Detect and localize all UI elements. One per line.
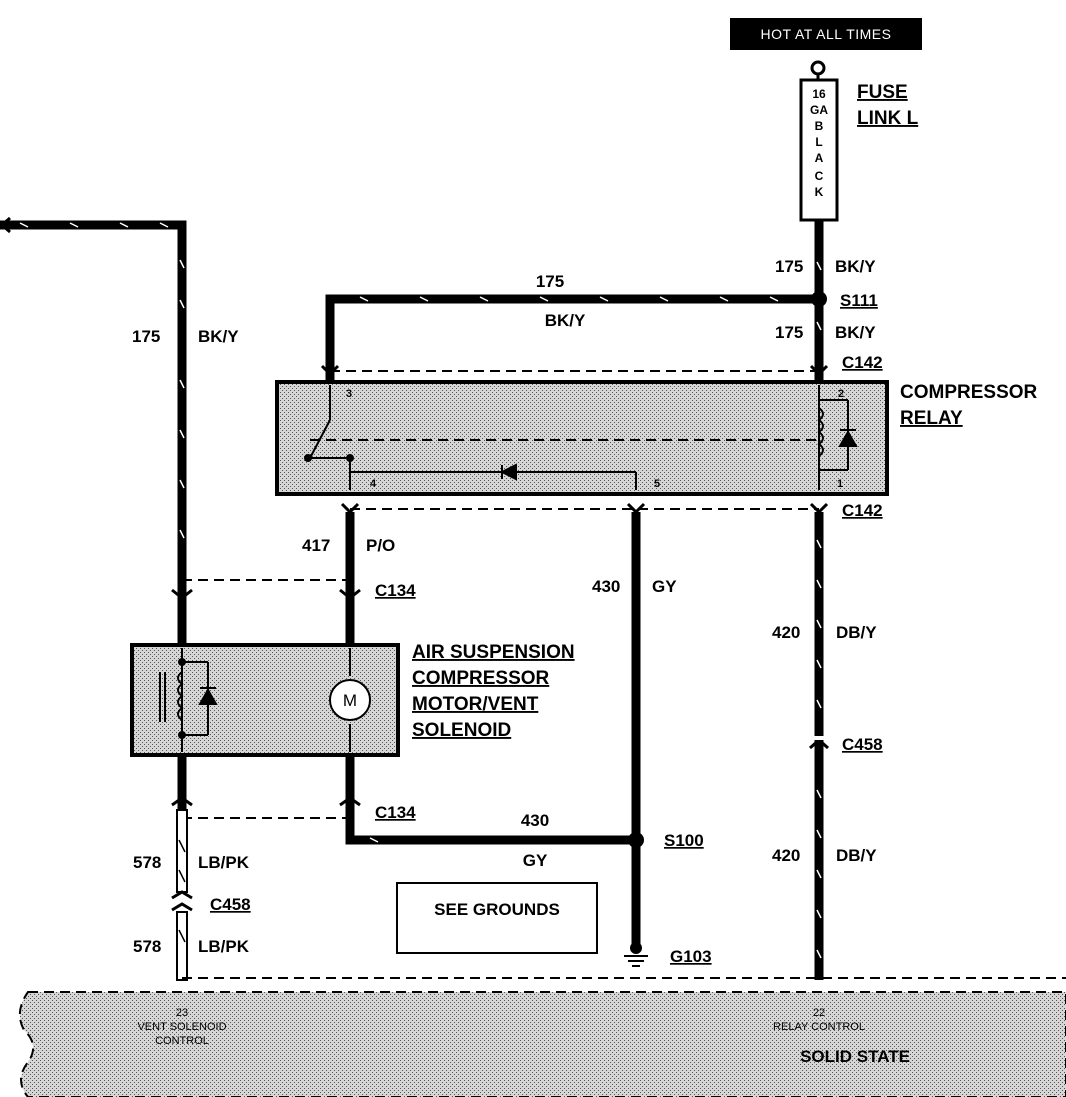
- fuse-link-title-2: LINK L: [857, 108, 919, 129]
- wire-175-bottom-color: BK/Y: [835, 323, 876, 342]
- compressor-motor-icon: [329, 648, 371, 752]
- compressor-relay-title-1: COMPRESSOR: [900, 382, 1038, 403]
- svg-text:C: C: [815, 169, 824, 183]
- module-pin-22-label: RELAY CONTROL: [773, 1021, 865, 1033]
- vent-solenoid-icon: [159, 648, 218, 752]
- svg-text:B: B: [815, 119, 824, 133]
- relay-pin-2: 2: [838, 388, 844, 400]
- relay-pin-5: 5: [654, 478, 660, 490]
- wire-420-lower-num: 420: [772, 846, 800, 865]
- module-pin-23-line2: CONTROL: [155, 1035, 209, 1047]
- svg-text:16: 16: [812, 87, 826, 101]
- motor-m-symbol: M: [343, 691, 357, 710]
- wire-430-h-color: GY: [523, 851, 548, 870]
- splice-s111-label: S111: [840, 291, 878, 310]
- splice-s100-label: S100: [664, 831, 704, 850]
- wire-420-upper-num: 420: [772, 623, 800, 642]
- wire-430-horizontal: [345, 755, 636, 845]
- c134-bottom-label: C134: [375, 803, 416, 822]
- motor-title-1: AIR SUSPENSION: [412, 642, 575, 663]
- relay-coil-icon: [817, 385, 858, 490]
- module-pin-23-line1: VENT SOLENOID: [137, 1021, 226, 1033]
- module-pin-23: 23: [176, 1007, 188, 1019]
- motor-title-2: COMPRESSOR: [412, 668, 550, 689]
- relay-diode-line: [350, 463, 637, 490]
- fuse-terminal-icon: [810, 60, 826, 76]
- fuse-link-wire-text: 16 GA B L A C K: [810, 87, 828, 199]
- relay-pin-3: 3: [346, 388, 352, 400]
- fuse-link-body: [799, 78, 839, 222]
- g103-label: G103: [670, 947, 712, 966]
- wire-420-upper-color: DB/Y: [836, 623, 877, 642]
- fuse-link-title-1: FUSE: [857, 82, 908, 103]
- wire-175-horizontal: [325, 294, 819, 380]
- wire-175-top-num: 175: [775, 257, 803, 276]
- solid-state-module: [18, 991, 1066, 1097]
- wire-578-lower-num: 578: [133, 937, 161, 956]
- compressor-relay-box: [275, 380, 889, 496]
- svg-text:GA: GA: [810, 103, 828, 117]
- splice-s100-dot: [628, 832, 644, 848]
- air-suspension-compressor-box: [130, 643, 400, 757]
- c458-left-label: C458: [210, 895, 251, 914]
- wire-175-left-num: 175: [132, 327, 160, 346]
- module-name: SOLID STATE: [800, 1047, 910, 1066]
- wire-175-top-color: BK/Y: [835, 257, 876, 276]
- wire-578-upper-num: 578: [133, 853, 161, 872]
- wire-420-lower-color: DB/Y: [836, 846, 877, 865]
- wire-430-color: GY: [652, 577, 677, 596]
- c142-bottom-label: C142: [842, 501, 883, 520]
- svg-text:L: L: [815, 135, 822, 149]
- svg-text:K: K: [815, 185, 824, 199]
- relay-switch-icon: [304, 385, 819, 490]
- motor-title-3: MOTOR/VENT: [412, 694, 539, 715]
- see-grounds-box: [396, 882, 598, 954]
- see-grounds-label: SEE GROUNDS: [434, 900, 560, 919]
- compressor-relay-title-2: RELAY: [900, 408, 963, 429]
- module-pin-22: 22: [813, 1007, 825, 1019]
- hot-at-all-times-label: HOT AT ALL TIMES: [761, 26, 892, 42]
- wire-578-lower-color: LB/PK: [198, 937, 250, 956]
- c142-top-label: C142: [842, 353, 883, 372]
- hot-at-all-times-banner: [730, 18, 922, 50]
- wire-175-h-color: BK/Y: [545, 311, 586, 330]
- wire-578-upper-color: LB/PK: [198, 853, 250, 872]
- wire-175-left-color: BK/Y: [198, 327, 239, 346]
- motor-title-4: SOLENOID: [412, 720, 511, 741]
- wire-175-bottom-num: 175: [775, 323, 803, 342]
- c458-right-label: C458: [842, 735, 883, 754]
- wire-175-h-num: 175: [536, 272, 564, 291]
- ground-icon: [624, 942, 648, 967]
- wire-175-left: [0, 220, 187, 645]
- wire-430-h-num: 430: [521, 811, 549, 830]
- relay-pin-4: 4: [370, 478, 377, 490]
- wire-430-num: 430: [592, 577, 620, 596]
- relay-pin-1: 1: [837, 478, 843, 490]
- wire-417-color: P/O: [366, 536, 395, 555]
- svg-text:A: A: [815, 151, 824, 165]
- c134-top-label: C134: [375, 581, 416, 600]
- wire-417-num: 417: [302, 536, 330, 555]
